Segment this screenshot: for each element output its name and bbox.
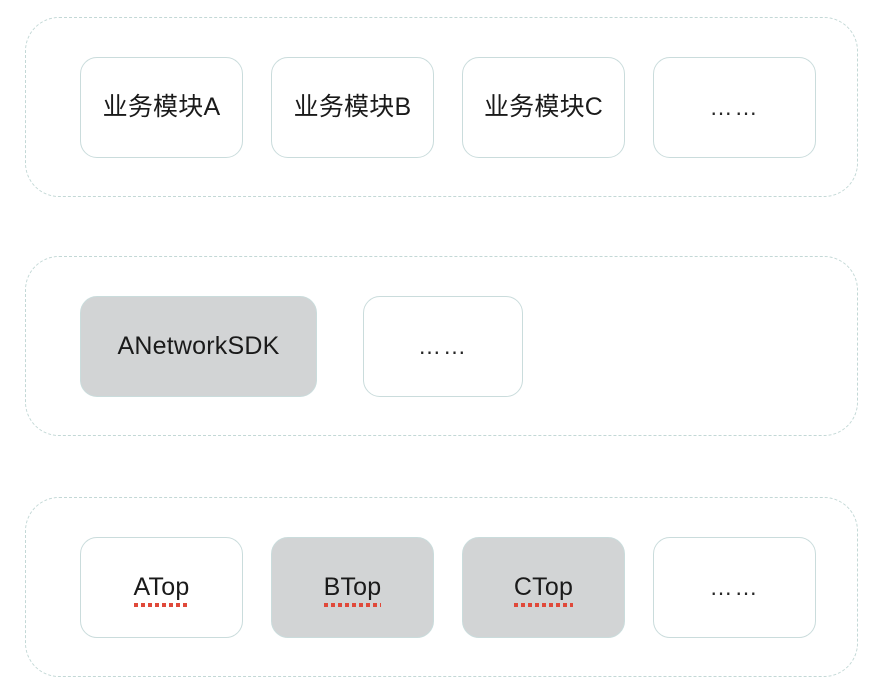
node-business-module-c[interactable]: 业务模块C [462, 56, 625, 158]
node-business-module-b[interactable]: 业务模块B [271, 56, 434, 158]
node-sdk-more[interactable]: …… [363, 295, 523, 397]
node-label: BTop [323, 572, 382, 607]
node-business-more[interactable]: …… [653, 56, 816, 158]
business-layer-container: 业务模块A 业务模块B 业务模块C …… [25, 17, 858, 197]
node-label: CTop [513, 572, 574, 607]
node-ctop[interactable]: CTop [462, 536, 625, 638]
ellipsis-label: …… [709, 93, 760, 120]
foundation-layer-nodes: ATop BTop CTop …… [26, 498, 857, 676]
node-label: 业务模块A [102, 92, 221, 121]
node-label: 业务模块B [293, 92, 412, 121]
ellipsis-label: …… [709, 573, 760, 600]
node-label: ATop [133, 572, 190, 607]
business-layer-nodes: 业务模块A 业务模块B 业务模块C …… [26, 18, 857, 196]
sdk-layer-container: ANetworkSDK …… [25, 256, 858, 436]
node-business-module-a[interactable]: 业务模块A [80, 56, 243, 158]
ellipsis-label: …… [418, 332, 468, 359]
foundation-layer-container: ATop BTop CTop …… [25, 497, 858, 677]
node-btop[interactable]: BTop [271, 536, 434, 638]
node-atop[interactable]: ATop [80, 536, 243, 638]
node-label: 业务模块C [483, 92, 604, 121]
node-label: ANetworkSDK [117, 331, 280, 360]
sdk-layer-nodes: ANetworkSDK …… [26, 257, 857, 435]
node-foundation-more[interactable]: …… [653, 536, 816, 638]
node-anetworksdk[interactable]: ANetworkSDK [80, 295, 317, 397]
